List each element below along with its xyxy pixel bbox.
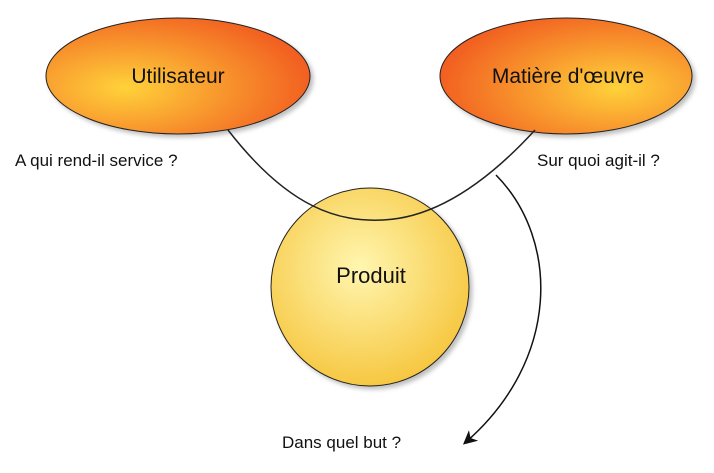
purpose-question: Dans quel but ? <box>282 433 401 452</box>
product-circle <box>270 187 470 387</box>
material-question: Sur quoi agit-il ? <box>537 151 660 170</box>
user-question: A qui rend-il service ? <box>15 151 178 170</box>
material-ellipse <box>439 17 693 135</box>
material-label: Matière d'œuvre <box>492 65 644 88</box>
user-label: Utilisateur <box>131 65 224 88</box>
user-ellipse <box>45 17 311 135</box>
product-label: Produit <box>336 263 406 288</box>
purpose-arrow <box>462 174 542 445</box>
horn-curve <box>227 129 536 221</box>
